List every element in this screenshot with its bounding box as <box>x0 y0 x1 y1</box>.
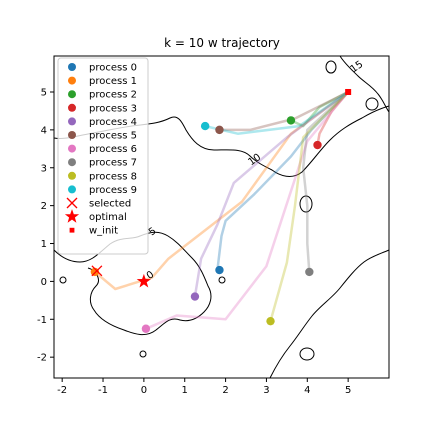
final-point-8 <box>266 316 275 326</box>
x-tick-label-0: -2 <box>57 385 67 396</box>
trajectory-path-8 <box>269 91 349 322</box>
trajectory-path-6 <box>145 91 350 330</box>
x-tick-label-5: 3 <box>263 385 269 396</box>
selected-marker <box>91 265 103 277</box>
y-tick-label-0: -2 <box>37 353 47 364</box>
contour-label-2: 5 <box>147 226 159 239</box>
legend-label-0: process 0 <box>89 63 137 74</box>
legend-label-6: process 6 <box>89 144 137 155</box>
contour-loop-b <box>365 97 379 111</box>
contour-loop-c <box>299 347 315 361</box>
legend-label-w-init: w_init <box>89 226 118 237</box>
legend-marker-4 <box>68 117 76 126</box>
y-tick-label-1: -1 <box>37 315 47 326</box>
legend-marker-0 <box>68 63 76 71</box>
axes-border <box>53 55 390 379</box>
contour-loop-a <box>325 60 337 74</box>
trajectory-path-1 <box>94 90 349 291</box>
legend-label-9: process 9 <box>89 185 137 196</box>
x-tick-label-4: 2 <box>222 385 228 396</box>
final-point-7 <box>305 267 314 277</box>
legend-marker-3 <box>68 103 76 112</box>
legend-w-init-marker <box>69 227 75 233</box>
legend-marker-7 <box>68 158 76 167</box>
contour-loop-e <box>139 350 147 358</box>
trajectory-path-3 <box>316 91 350 146</box>
legend-label-5: process 5 <box>89 131 137 142</box>
y-tick-label-4: 2 <box>41 201 47 212</box>
legend-label-optimal: optimal <box>89 212 127 223</box>
x-axis: -2 -1 0 1 2 3 4 5 <box>57 378 351 396</box>
contour-loop-f <box>59 276 67 284</box>
x-tick-label-7: 5 <box>345 385 351 396</box>
x-tick-label-6: 4 <box>304 385 310 396</box>
legend-label-1: process 1 <box>89 76 137 87</box>
legend-marker-2 <box>68 90 76 99</box>
trajectory-path-7 <box>301 91 349 272</box>
y-tick-label-6: 4 <box>41 125 47 136</box>
x-tick-label-2: 0 <box>141 385 147 396</box>
legend-marker-1 <box>68 76 76 85</box>
trajectory-path-4 <box>193 90 349 297</box>
legend-label-3: process 3 <box>89 103 137 114</box>
final-point-5 <box>215 125 224 135</box>
legend-optimal-marker <box>64 209 80 223</box>
optimal-marker <box>136 273 151 288</box>
legend-label-selected: selected <box>89 199 131 210</box>
final-point-2 <box>286 116 296 125</box>
final-point-6 <box>141 324 151 333</box>
chart-title: k = 10 w trajectory <box>164 36 280 50</box>
legend-box <box>57 57 149 255</box>
x-tick-label-1: -1 <box>98 385 108 396</box>
trajectory-path-0 <box>216 91 349 271</box>
legend-marker-5 <box>68 131 76 139</box>
y-tick-label-7: 5 <box>41 87 47 98</box>
legend-marker-6 <box>68 144 76 153</box>
y-tick-label-5: 3 <box>41 163 47 174</box>
contour-label-3: 0 <box>145 269 157 282</box>
final-point-4 <box>190 292 200 301</box>
final-point-9 <box>200 121 210 131</box>
contour-loop-d <box>218 276 226 284</box>
legend-label-4: process 4 <box>89 117 137 128</box>
contour-loop-g <box>299 195 313 213</box>
w-init-marker <box>345 88 352 95</box>
x-tick-label-3: 1 <box>182 385 188 396</box>
y-tick-label-3: 1 <box>41 239 47 250</box>
legend-selected-marker <box>66 197 78 209</box>
final-point-3 <box>313 140 322 150</box>
trajectory-path-2 <box>290 90 349 128</box>
legend-marker-8 <box>68 171 76 180</box>
legend-label-7: process 7 <box>89 158 137 169</box>
legend: process 0 process 1 process 2 process 3 proc… <box>57 57 149 255</box>
y-axis: -2 -1 0 1 2 3 4 5 <box>37 87 54 364</box>
contour-line-right <box>269 249 390 379</box>
legend-marker-9 <box>68 185 76 194</box>
y-tick-label-2: 0 <box>41 277 47 288</box>
contour-line-15 <box>339 55 390 113</box>
legend-label-2: process 2 <box>89 90 137 101</box>
final-point-0 <box>215 265 224 275</box>
marker-layer <box>90 88 352 333</box>
legend-label-8: process 8 <box>89 171 137 182</box>
trajectory-path-5 <box>219 90 349 132</box>
